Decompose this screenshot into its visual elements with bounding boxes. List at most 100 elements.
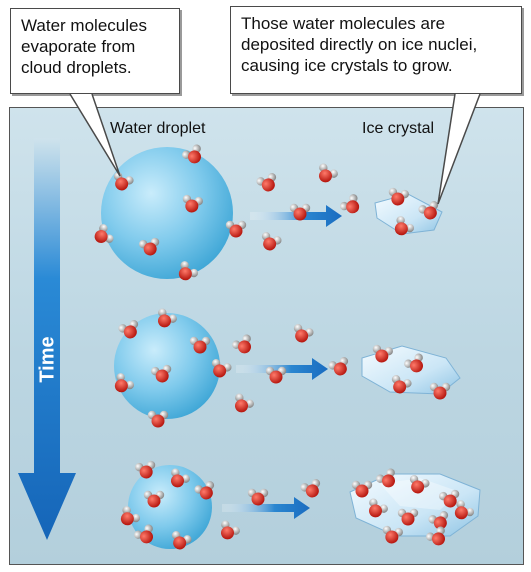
- oxygen-atom: [401, 512, 415, 526]
- water-molecule: [221, 520, 240, 540]
- oxygen-atom: [147, 494, 161, 508]
- water-molecule: [439, 489, 460, 508]
- oxygen-atom: [94, 230, 108, 243]
- water-molecule: [319, 163, 338, 183]
- diagram-graphics: [18, 138, 481, 550]
- water-molecules: [94, 144, 475, 550]
- water-molecule: [171, 468, 190, 488]
- water-molecule: [409, 475, 430, 494]
- callout-deposition-line-1: Those water molecules are: [241, 14, 446, 33]
- oxygen-atom: [295, 329, 309, 343]
- water-molecule: [114, 373, 135, 393]
- oxygen-atom: [333, 362, 347, 376]
- oxygen-atom: [158, 314, 171, 328]
- water-molecule: [171, 531, 192, 550]
- water-molecule: [147, 410, 169, 428]
- oxygen-atom: [139, 465, 153, 479]
- oxygen-atom: [443, 494, 457, 508]
- water-molecule: [261, 232, 282, 251]
- water-molecule: [426, 526, 445, 546]
- oxygen-atom: [238, 340, 251, 354]
- oxygen-atom: [199, 486, 213, 500]
- water-molecule: [194, 481, 215, 500]
- water-molecule: [376, 468, 395, 488]
- water-molecule: [118, 320, 139, 339]
- water-molecule: [339, 194, 360, 214]
- water-molecule: [225, 220, 247, 238]
- water-molecule: [397, 508, 419, 526]
- water-molecule: [372, 344, 393, 363]
- oxygen-atom: [423, 206, 437, 220]
- oxygen-atom: [114, 379, 128, 393]
- water-molecule: [139, 237, 160, 256]
- callout-evaporation-line-1: Water molecules: [21, 16, 147, 35]
- water-molecule: [404, 353, 423, 373]
- oxygen-atom: [178, 267, 192, 281]
- water-molecule: [391, 375, 412, 394]
- water-molecule: [328, 357, 349, 376]
- oxygen-atom: [171, 474, 184, 488]
- oxygen-atom: [251, 492, 265, 506]
- water-molecule: [454, 500, 475, 520]
- water-molecule: [418, 201, 439, 220]
- oxygen-atom: [140, 530, 153, 544]
- callout-deposition-line-3: causing ice crystals to grow.: [241, 56, 453, 75]
- oxygen-atom: [355, 484, 369, 498]
- oxygen-atom: [229, 224, 243, 238]
- water-molecule: [189, 336, 211, 354]
- water-molecule: [265, 366, 287, 384]
- oxygen-atom: [393, 380, 407, 394]
- oxygen-atom: [391, 192, 405, 206]
- oxygen-atom: [382, 474, 395, 488]
- water-molecule: [182, 144, 201, 164]
- callout-deposition-line-2: deposited directly on ice nuclei,: [241, 35, 478, 54]
- water-molecule: [382, 525, 403, 544]
- oxygen-atom: [410, 359, 423, 373]
- diagram-panel: Water droplet Ice crystal Time: [9, 107, 524, 565]
- water-molecule: [134, 524, 153, 544]
- oxygen-atom: [188, 150, 201, 164]
- water-molecule: [369, 498, 388, 518]
- oxygen-atom: [115, 177, 129, 191]
- oxygen-atom: [143, 242, 157, 256]
- oxygen-atom: [385, 530, 399, 544]
- oxygen-atom: [261, 178, 275, 192]
- water-molecule: [232, 334, 251, 354]
- oxygen-atom: [185, 199, 199, 213]
- oxygen-atom: [394, 222, 408, 236]
- oxygen-atom: [151, 414, 165, 428]
- oxygen-atom: [123, 325, 137, 339]
- water-molecule: [143, 490, 165, 508]
- water-molecule: [178, 261, 199, 281]
- callout-deposition: Those water molecules are deposited dire…: [230, 6, 522, 94]
- oxygen-atom: [155, 369, 169, 383]
- water-molecule: [151, 364, 172, 383]
- water-molecule: [256, 173, 277, 192]
- ice-crystal-label: Ice crystal: [362, 120, 435, 137]
- oxygen-atom: [221, 526, 234, 540]
- water-molecule: [429, 382, 451, 400]
- callout-evaporation-line-2: evaporate from: [21, 37, 136, 56]
- oxygen-atom: [263, 237, 277, 251]
- water-molecule: [135, 460, 156, 479]
- water-molecule: [388, 187, 409, 206]
- callout-evaporation: Water molecules evaporate from cloud dro…: [10, 8, 180, 94]
- water-molecule: [182, 194, 203, 213]
- water-droplet-large: [101, 147, 233, 279]
- water-molecule: [351, 480, 373, 498]
- water-molecule: [158, 308, 177, 328]
- water-molecule: [235, 393, 254, 413]
- ice-crystal-large: [349, 473, 481, 537]
- oxygen-atom: [369, 504, 382, 518]
- time-label: Time: [36, 336, 59, 383]
- water-molecule: [293, 324, 314, 343]
- water-molecule: [94, 224, 114, 243]
- oxygen-atom: [432, 532, 445, 546]
- transfer-arrow-3: [222, 497, 310, 519]
- oxygen-atom: [269, 370, 283, 384]
- water-molecule: [211, 359, 232, 378]
- oxygen-atom: [213, 364, 227, 378]
- oxygen-atom: [120, 512, 134, 526]
- water-molecule: [394, 216, 415, 236]
- oxygen-atom: [235, 399, 248, 413]
